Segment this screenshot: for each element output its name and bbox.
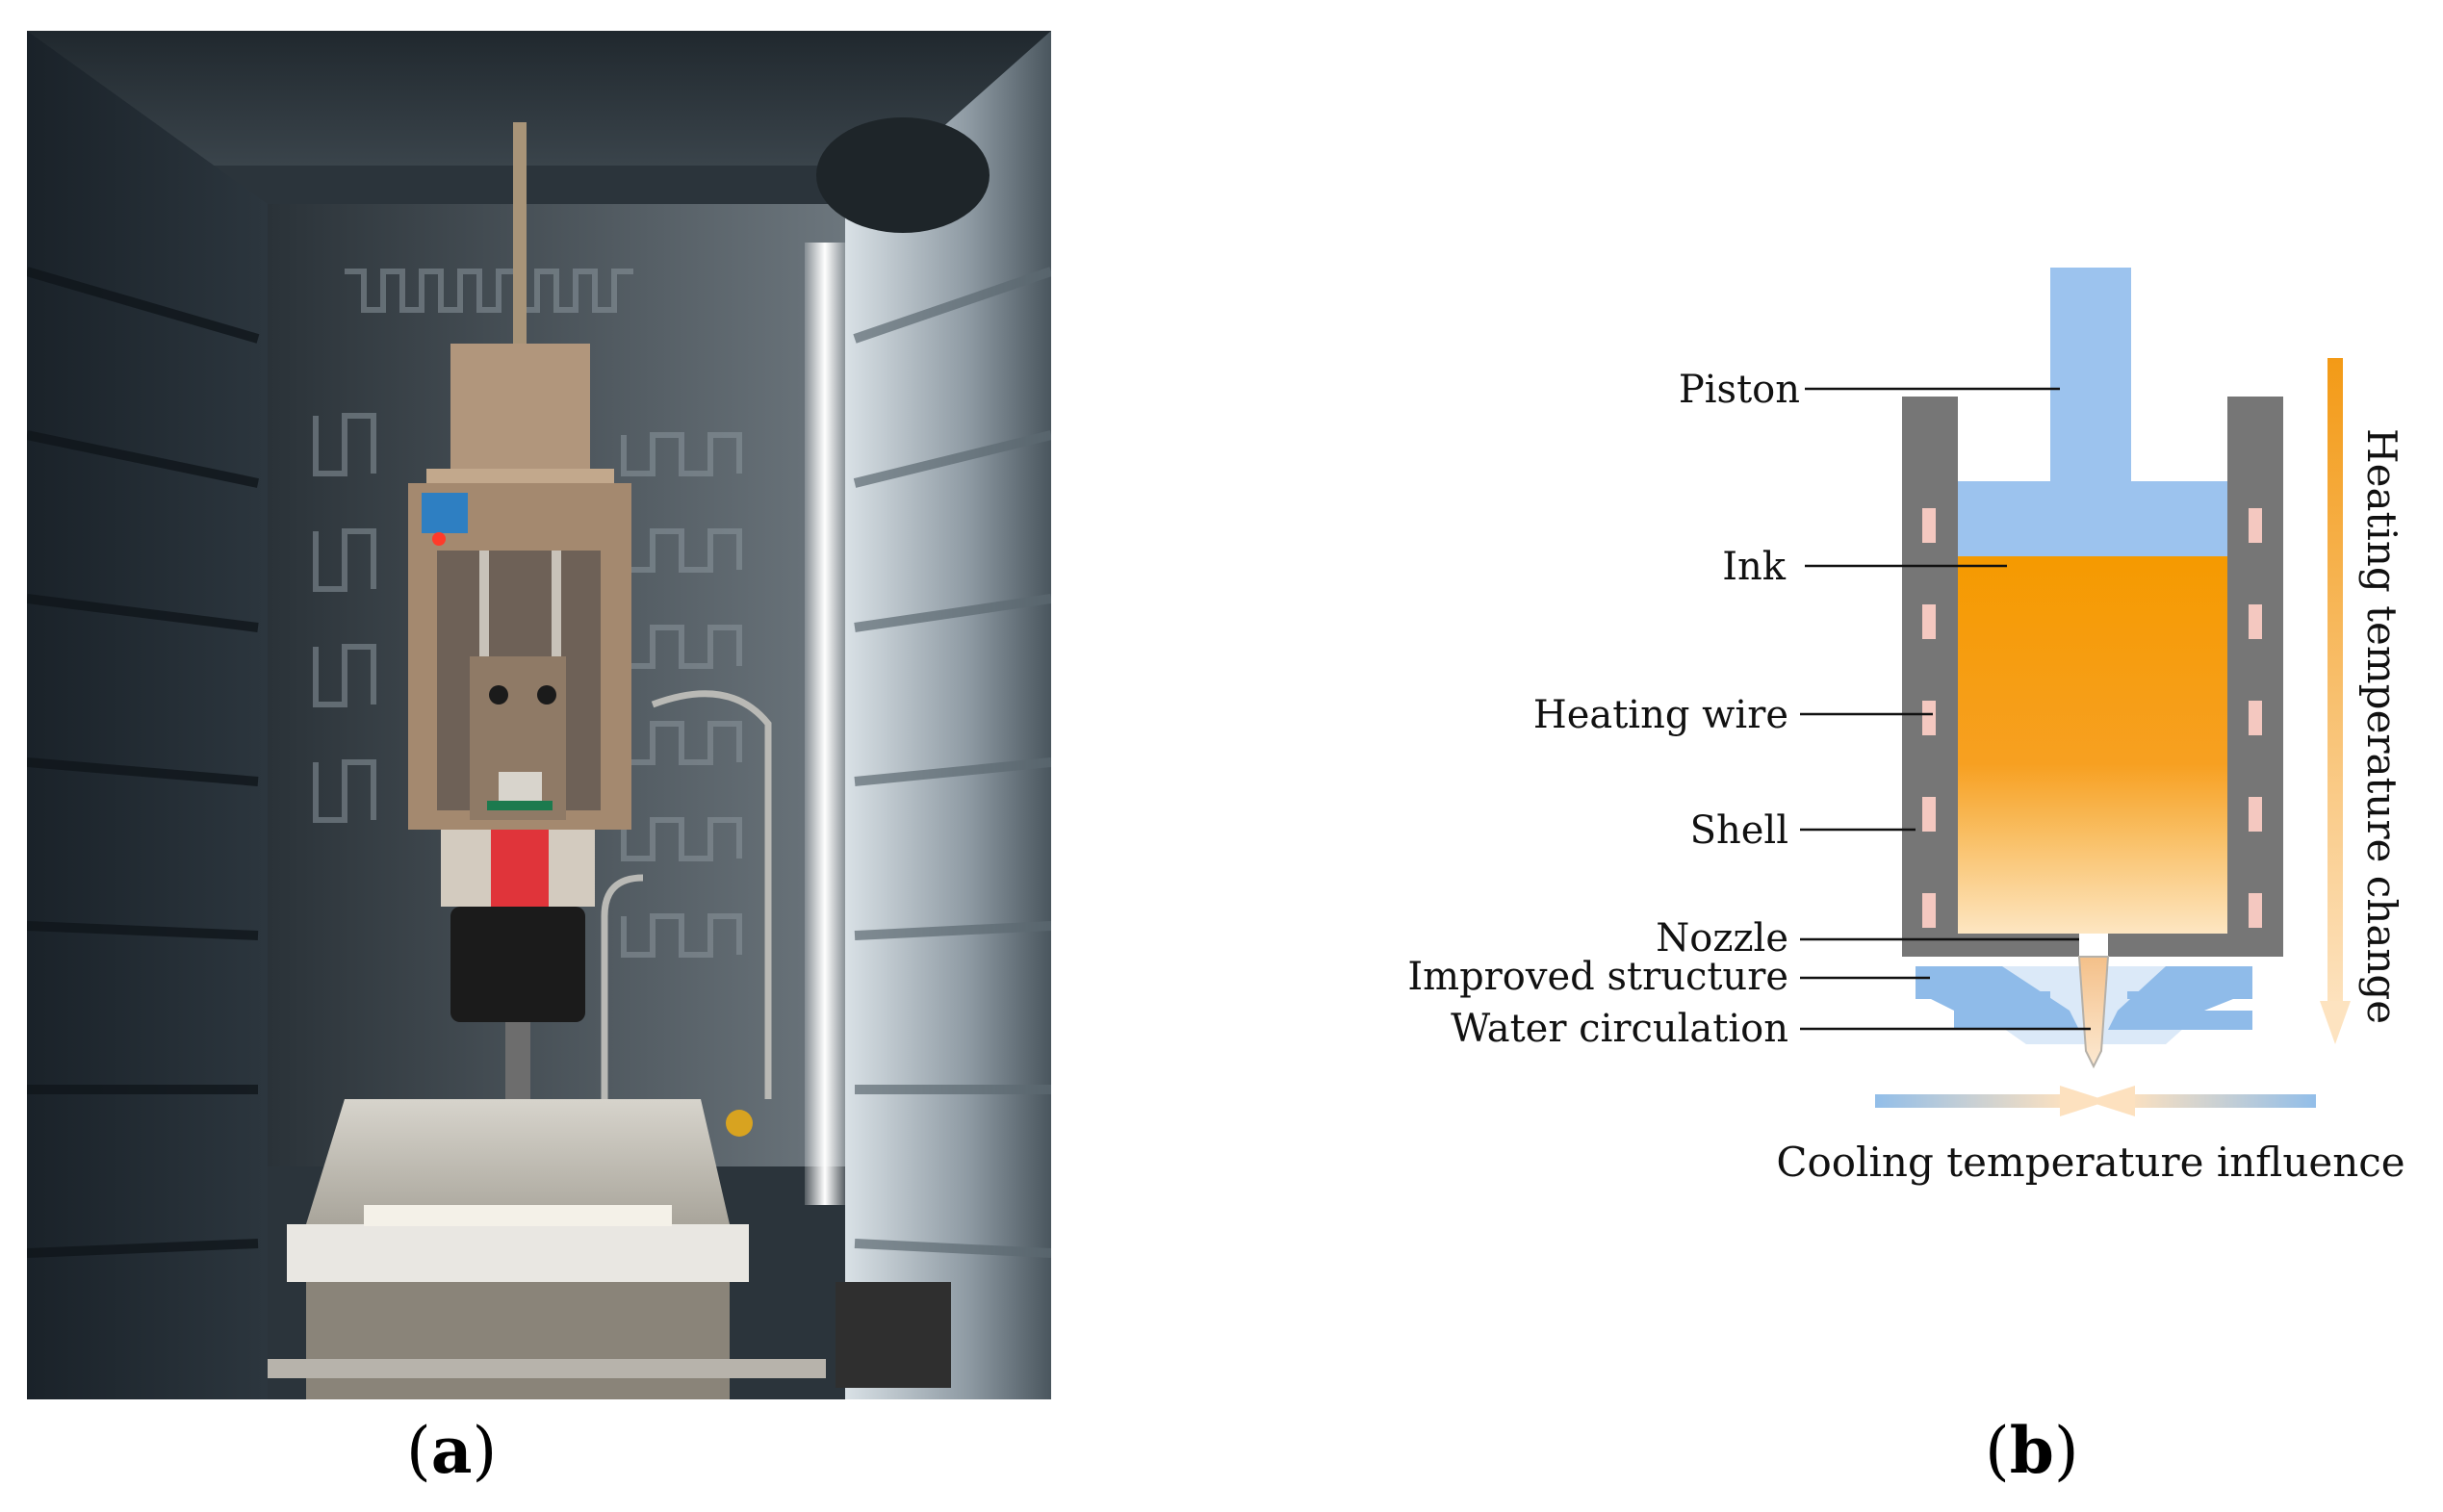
- label-piston: Piston: [1679, 368, 1800, 412]
- heating-caption: Heating temperature change: [2358, 428, 2405, 1024]
- label-heating-wire: Heating wire: [1533, 693, 1788, 737]
- heating-wire: [1922, 508, 2262, 928]
- printer-photo-illustration: [27, 31, 1051, 1399]
- panel-label-a-letter: a: [430, 1413, 473, 1488]
- piston-head: [1958, 481, 2227, 556]
- shell-right: [2227, 397, 2283, 957]
- label-shell: Shell: [1690, 808, 1788, 853]
- panel-label-b-open: (: [1985, 1414, 2010, 1488]
- panel-label-b-letter: b: [2009, 1413, 2054, 1488]
- nozzle-tip: [2077, 956, 2110, 1069]
- water-circulation: [1916, 966, 2252, 1030]
- heating-arrow-head: [2320, 1001, 2351, 1044]
- nozzle-schematic: Piston Ink Heating wire Shell Nozzle Imp…: [1328, 241, 2443, 1207]
- panel-label-a-open: (: [406, 1414, 431, 1488]
- label-ink: Ink: [1722, 545, 1787, 589]
- cooling-caption: Cooling temperature influence: [1776, 1139, 2404, 1186]
- nozzle-schematic-svg: Piston Ink Heating wire Shell Nozzle Imp…: [1407, 268, 2405, 1186]
- ink-body: [1958, 556, 2227, 934]
- printer-photo: [27, 31, 1051, 1399]
- label-improved-structure: Improved structure: [1407, 955, 1788, 999]
- cooling-arrow-right: [2127, 1094, 2316, 1108]
- shell-bottom-right: [2108, 934, 2283, 957]
- label-water-circulation: Water circulation: [1451, 1007, 1788, 1051]
- shell-bottom-left: [1902, 934, 2079, 957]
- panel-label-a-close: ): [472, 1414, 498, 1488]
- heating-arrow-shaft: [2327, 358, 2343, 1012]
- panel-label-a: (a): [406, 1413, 497, 1488]
- piston-rod: [2050, 268, 2131, 489]
- shell-left: [1902, 397, 1958, 957]
- cooling-arrow-left: [1875, 1094, 2068, 1108]
- leader-lines: [1800, 387, 2091, 1031]
- panel-label-b: (b): [1985, 1413, 2079, 1488]
- cooling-arrowhead-left: [2060, 1086, 2108, 1116]
- cooling-arrowhead-right: [2087, 1086, 2135, 1116]
- panel-label-b-close: ): [2053, 1414, 2079, 1488]
- label-nozzle: Nozzle: [1656, 916, 1788, 961]
